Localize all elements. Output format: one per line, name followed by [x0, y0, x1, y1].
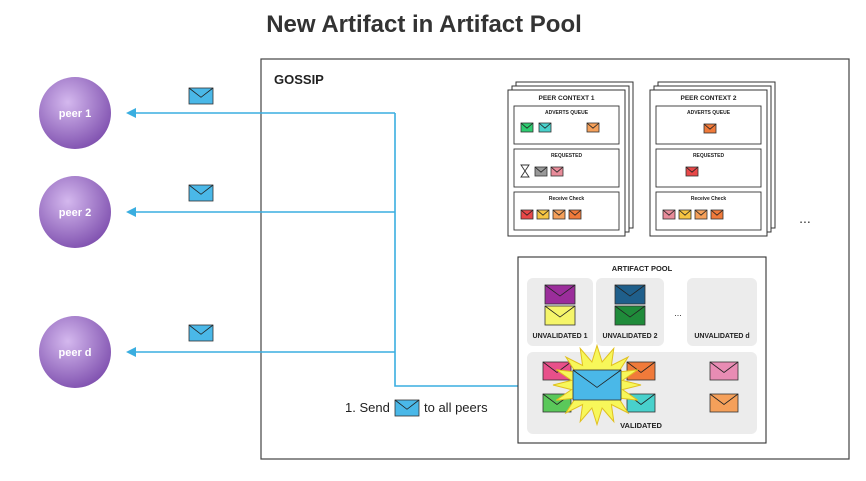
- unvalidated-section-2: UNVALIDATED 2: [596, 278, 664, 346]
- envelope-icon: [394, 399, 420, 417]
- peer-label: peer d: [58, 347, 91, 359]
- unvalidated-sections: UNVALIDATED 1 UNVALIDATED 2 UNVALIDATED d: [527, 278, 757, 346]
- hourglass-icon: [520, 164, 530, 178]
- caption-after: to all peers: [424, 400, 488, 415]
- artifact-pool: ARTIFACT POOL UNVALIDATED 1 UNVALIDATED 2…: [517, 256, 767, 444]
- arrowhead-peer-d: [126, 347, 136, 357]
- peer-label: peer 2: [59, 207, 91, 219]
- envelope-icon: [552, 209, 566, 220]
- section-box: [513, 148, 620, 188]
- page-title: New Artifact in Artifact Pool: [266, 11, 582, 38]
- adverts-queue: ADVERTS QUEUE: [513, 105, 620, 145]
- context-title: PEER CONTEXT 1: [539, 95, 595, 102]
- envelope-icon: [568, 209, 582, 220]
- envelope-icon: [709, 393, 739, 413]
- artifact-pool-title: ARTIFACT POOL: [612, 264, 673, 273]
- receive-check: Receive Check: [513, 191, 620, 231]
- requested: REQUESTED: [655, 148, 762, 188]
- unvalidated-section-1: UNVALIDATED 1: [527, 278, 593, 346]
- envelope-icon: [662, 209, 676, 220]
- validated-envelopes: [542, 361, 739, 413]
- line-envelopes: [188, 87, 214, 342]
- peer-node: [39, 316, 111, 388]
- envelope-icon: [188, 324, 214, 342]
- envelope-icon: [534, 166, 548, 177]
- unvalidated-label: UNVALIDATED 1: [533, 333, 588, 340]
- envelope-icon: [536, 209, 550, 220]
- arrowhead-peer-2: [126, 207, 136, 217]
- peer-1: peer 1: [39, 77, 111, 149]
- receive-check: Receive Check: [655, 191, 762, 231]
- caption-envelope-icon: [394, 399, 420, 417]
- arrowhead-peer-1: [126, 108, 136, 118]
- envelope-icon: [685, 166, 699, 177]
- envelope-icon: [544, 305, 576, 326]
- peer-d: peer d: [39, 316, 111, 388]
- envelope-icon: [520, 122, 534, 133]
- envelope-icon: [694, 209, 708, 220]
- adverts-queue: ADVERTS QUEUE: [655, 105, 762, 145]
- envelope-icon: [678, 209, 692, 220]
- envelope-icon: [544, 284, 576, 305]
- envelope-icon: [520, 209, 534, 220]
- peer-node: [39, 176, 111, 248]
- section-label: Receive Check: [691, 196, 727, 202]
- peer-contexts: PEER CONTEXT 1 ADVERTS QUEUE REQUESTED Rece…: [507, 81, 776, 237]
- section-label: ADVERTS QUEUE: [687, 110, 731, 116]
- send-caption: 1. Send to all peers: [345, 399, 488, 417]
- section-label: Receive Check: [549, 196, 585, 202]
- unvalidated-ellipsis: ...: [674, 308, 682, 318]
- arrowheads: [126, 108, 136, 357]
- unvalidated-label: UNVALIDATED 2: [603, 333, 658, 340]
- validated-label: VALIDATED: [620, 421, 662, 430]
- section-box: [655, 148, 762, 188]
- gossip-label: GOSSIP: [274, 72, 324, 87]
- envelope-icon: [614, 284, 646, 305]
- envelope-icon: [188, 87, 214, 105]
- more-contexts-ellipsis: ...: [799, 210, 811, 226]
- requested: REQUESTED: [513, 148, 620, 188]
- envelope-icon: [703, 123, 717, 134]
- envelope-icon: [709, 361, 739, 381]
- peer-label: peer 1: [59, 108, 91, 120]
- envelope-icon: [586, 122, 600, 133]
- peer-2: peer 2: [39, 176, 111, 248]
- envelope-icon: [538, 122, 552, 133]
- new-artifact: [552, 343, 642, 427]
- caption-before: 1. Send: [345, 400, 390, 415]
- section-bg: [687, 278, 757, 346]
- peer-node: [39, 77, 111, 149]
- peer-context-1: PEER CONTEXT 1 ADVERTS QUEUE REQUESTED Rece…: [507, 81, 634, 237]
- section-label: REQUESTED: [551, 153, 583, 159]
- context-title: PEER CONTEXT 2: [681, 95, 737, 102]
- unvalidated-section-3: UNVALIDATED d: [687, 278, 757, 346]
- new-artifact-envelope-icon: [572, 369, 622, 401]
- envelope-icon: [188, 184, 214, 202]
- envelope-icon: [626, 361, 656, 381]
- envelope-icon: [572, 369, 622, 401]
- peer-context-2: PEER CONTEXT 2 ADVERTS QUEUE REQUESTED Rece…: [649, 81, 776, 237]
- envelope-icon: [550, 166, 564, 177]
- envelope-icon: [614, 305, 646, 326]
- section-label: ADVERTS QUEUE: [545, 110, 589, 116]
- envelope-icon: [710, 209, 724, 220]
- section-label: REQUESTED: [693, 153, 725, 159]
- unvalidated-label: UNVALIDATED d: [694, 333, 749, 340]
